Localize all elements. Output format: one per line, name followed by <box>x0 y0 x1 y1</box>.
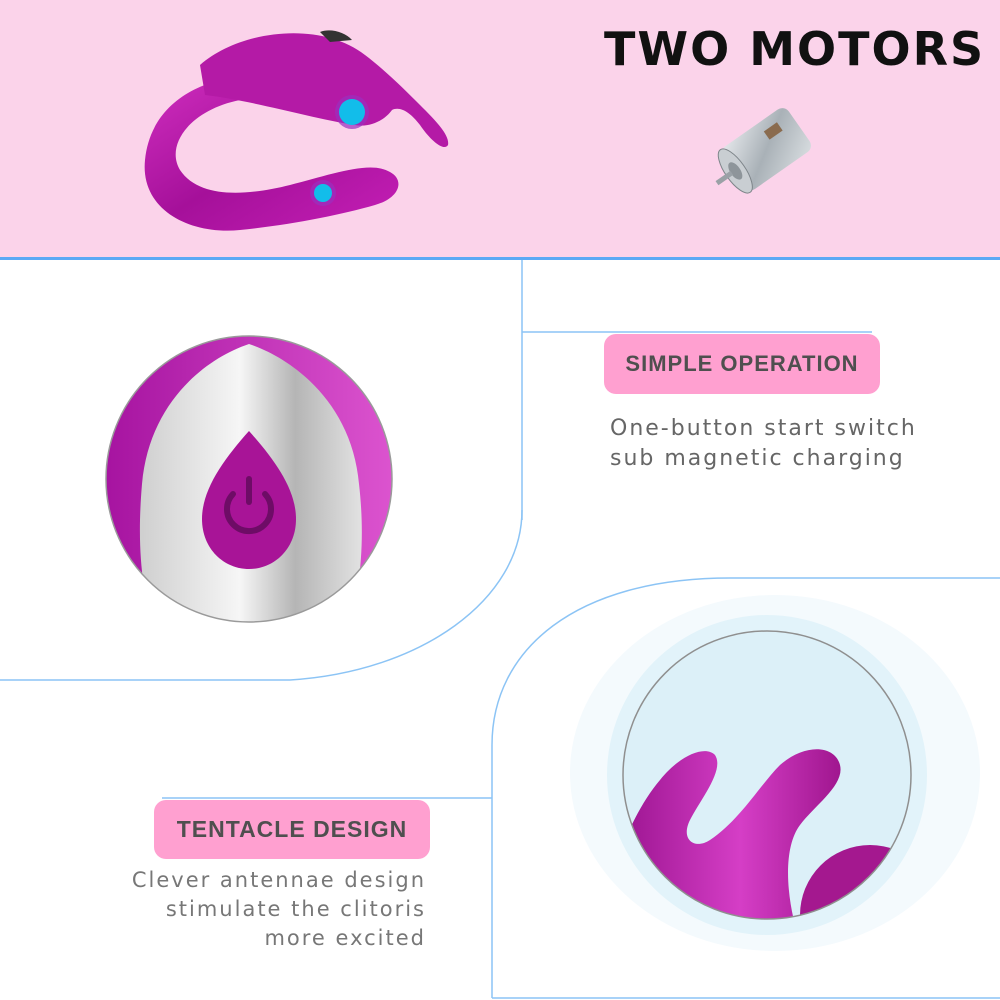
feature-badge-tentacle-design: TENTACLE DESIGN <box>154 800 430 859</box>
feature-description-tentacle-design: Clever antennae design stimulate the cli… <box>132 866 426 953</box>
description-line: One-button start switch <box>610 416 917 441</box>
feature-description-simple-operation: One-button start switch sub magnetic cha… <box>610 414 917 474</box>
page-title: TWO MOTORS <box>604 22 986 76</box>
power-button-closeup-image <box>105 335 393 623</box>
power-icon <box>224 476 274 535</box>
description-line: Clever antennae design <box>131 868 426 892</box>
description-line: stimulate the clitoris <box>165 897 426 921</box>
motor-image <box>715 108 811 194</box>
description-line: sub magnetic charging <box>610 446 905 471</box>
description-line: more excited <box>264 926 426 950</box>
product-hero-image <box>144 30 449 231</box>
tentacle-closeup-image <box>570 595 980 951</box>
feature-badge-simple-operation: SIMPLE OPERATION <box>604 334 880 394</box>
